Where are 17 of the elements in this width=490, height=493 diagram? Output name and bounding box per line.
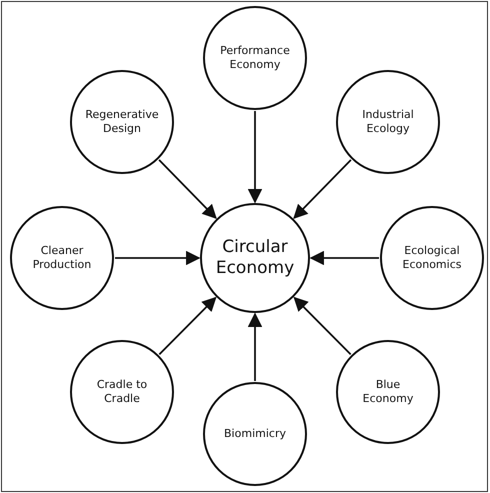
concept-label: Biomimicry [223,427,287,441]
arrow [115,250,200,266]
arrow [293,159,352,219]
arrow [293,296,352,356]
concept-label: Blue Economy [362,378,414,406]
concept-label: Performance Economy [219,44,291,72]
arrow [310,250,379,266]
arrow [248,111,262,204]
concept-label: Cleaner Production [32,244,92,272]
concept-label: Ecological Economics [402,244,462,272]
concept-label: Circular Economy [214,237,296,279]
concept-label: Cradle to Cradle [96,378,148,406]
arrow [158,159,217,219]
concept-label: Industrial Ecology [361,108,415,136]
concept-label: Regenerative Design [84,108,160,136]
arrow [158,296,217,356]
arrow [248,312,262,381]
